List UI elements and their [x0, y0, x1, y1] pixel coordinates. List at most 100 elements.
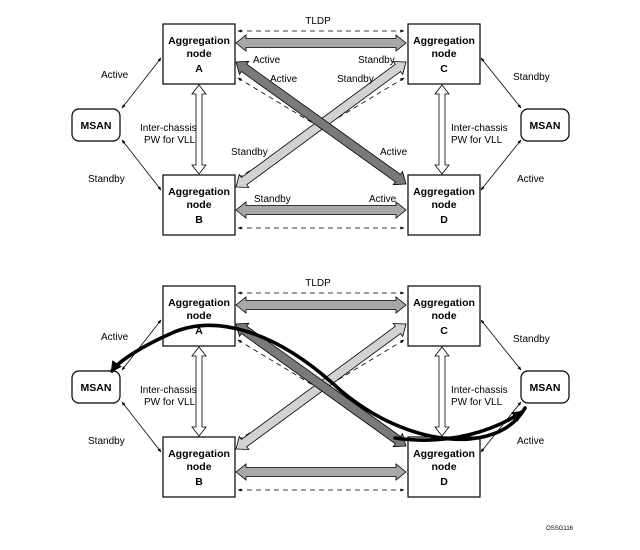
msan-right-box	[520, 108, 570, 142]
inter-chassis-pw-left	[191, 346, 207, 437]
aggregation-node-c-box	[407, 23, 481, 85]
label-right-upper-standby: Standby	[513, 334, 550, 345]
label-left-upper-active: Active	[101, 332, 129, 343]
msan-right: MSAN	[520, 370, 570, 404]
inter-chassis-pw-right	[434, 84, 450, 175]
inter-chassis-pw-left	[191, 84, 207, 175]
aggregation-node-d-letter: D	[440, 476, 448, 488]
aggregation-node-b-subtitle: node	[186, 199, 211, 211]
msan-right: MSAN	[520, 108, 570, 142]
traffic-path-to-right-msan	[393, 410, 524, 442]
msan-right-to-d	[480, 139, 522, 191]
label-right-upper-standby: Standby	[513, 72, 550, 83]
aggregation-node-a-subtitle: node	[186, 48, 211, 60]
aggregation-node-d-subtitle: node	[431, 461, 456, 473]
msan-left-to-a	[121, 57, 162, 109]
msan-left-box	[71, 108, 121, 142]
aggregation-node-b-title: Aggregation	[168, 186, 230, 198]
label-c-standby: Standby	[358, 55, 395, 66]
label-right-lower-active: Active	[517, 436, 545, 447]
label-left-lower-standby: Standby	[88, 174, 125, 185]
aggregation-node-a-subtitle: node	[186, 310, 211, 322]
aggregation-node-c-letter: C	[440, 63, 448, 75]
label-a-active: Active	[253, 55, 281, 66]
inter-chassis-label-right-1: Inter-chassis	[451, 385, 508, 396]
aggregation-node-d-subtitle: node	[431, 199, 456, 211]
pw-a-c	[235, 296, 407, 314]
tldp-label: TLDP	[305, 278, 331, 289]
msan-right-box	[520, 370, 570, 404]
pw-a-d	[235, 322, 407, 448]
inter-chassis-pw-right	[434, 346, 450, 437]
msan-left-box	[71, 370, 121, 404]
aggregation-node-a-box	[162, 285, 236, 347]
inter-chassis-label-left-2: PW for VLL	[144, 135, 196, 146]
label-right-lower-active: Active	[517, 174, 545, 185]
aggregation-node-a-letter: A	[195, 63, 203, 75]
pw-b-d	[235, 201, 407, 219]
msan-right-label: MSAN	[530, 382, 561, 394]
aggregation-node-a-box	[162, 23, 236, 85]
msan-right-label: MSAN	[530, 120, 561, 132]
aggregation-node-d-letter: D	[440, 214, 448, 226]
aggregation-node-d-title: Aggregation	[413, 186, 475, 198]
msan-left: MSAN	[71, 370, 121, 404]
bottom-panel: AggregationnodeAAggregationnodeBAggregat…	[71, 278, 570, 498]
label-left-lower-standby: Standby	[88, 436, 125, 447]
aggregation-node-b-box	[162, 174, 236, 236]
inter-chassis-label-left-2: PW for VLL	[144, 397, 196, 408]
aggregation-node-a-letter: A	[195, 325, 203, 337]
label-left-upper-active: Active	[101, 70, 129, 81]
aggregation-node-c-title: Aggregation	[413, 297, 475, 309]
aggregation-node-c-box	[407, 285, 481, 347]
inter-chassis-label-left-1: Inter-chassis	[140, 385, 197, 396]
label-b-standby: Standby	[254, 194, 291, 205]
aggregation-node-c-title: Aggregation	[413, 35, 475, 47]
msan-left-to-b	[121, 139, 162, 191]
msan-left-to-a	[121, 319, 162, 371]
pw-a-c	[235, 34, 407, 52]
traffic-path-active	[110, 323, 527, 442]
aggregation-node-c-subtitle: node	[431, 48, 456, 60]
aggregation-node-b-box	[162, 436, 236, 498]
aggregation-node-d-box	[407, 174, 481, 236]
aggregation-node-a-title: Aggregation	[168, 35, 230, 47]
aggregation-node-b-letter: B	[195, 214, 203, 226]
aggregation-node-b-subtitle: node	[186, 461, 211, 473]
aggregation-node-c-subtitle: node	[431, 310, 456, 322]
aggregation-node-d-box	[407, 436, 481, 498]
label-c-b-standby: Standby	[337, 74, 374, 85]
inter-chassis-label-right-2: PW for VLL	[451, 397, 503, 408]
aggregation-node-b-letter: B	[195, 476, 203, 488]
aggregation-node-a-title: Aggregation	[168, 297, 230, 309]
msan-right-to-c	[480, 57, 522, 109]
tldp-label: TLDP	[305, 16, 331, 27]
msan-left-to-b	[121, 401, 162, 453]
label-d-active: Active	[369, 194, 397, 205]
pw-a-d	[235, 60, 407, 186]
label-d-a-active: Active	[380, 147, 408, 158]
msan-left-label: MSAN	[81, 120, 112, 132]
inter-chassis-label-left-1: Inter-chassis	[140, 123, 197, 134]
pw-b-d	[235, 463, 407, 481]
figure-reference: OSSG116	[546, 526, 574, 532]
label-a-d-active: Active	[270, 74, 298, 85]
aggregation-node-b-title: Aggregation	[168, 448, 230, 460]
inter-chassis-label-right-2: PW for VLL	[451, 135, 503, 146]
top-panel: AggregationnodeAAggregationnodeBAggregat…	[71, 16, 570, 236]
msan-left-label: MSAN	[81, 382, 112, 394]
msan-right-to-c	[480, 319, 522, 371]
inter-chassis-label-right-1: Inter-chassis	[451, 123, 508, 134]
msan-right-to-d	[480, 401, 522, 453]
aggregation-node-d-title: Aggregation	[413, 448, 475, 460]
label-b-c-standby: Standby	[231, 147, 268, 158]
